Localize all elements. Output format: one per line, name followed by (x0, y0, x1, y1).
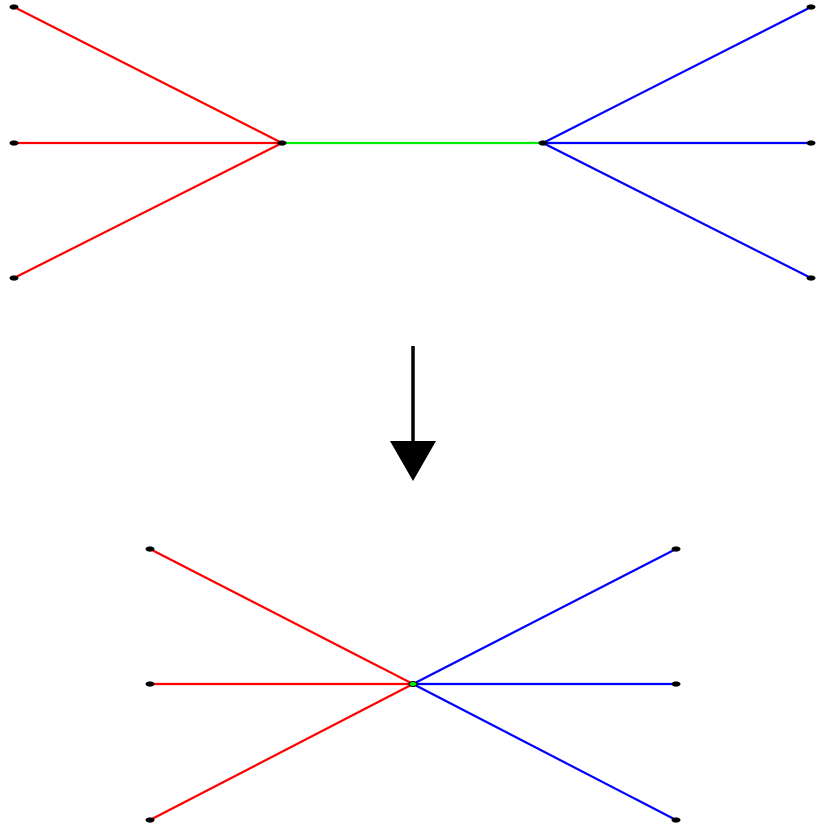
left-leaf-node (145, 817, 155, 823)
right-edge (542, 6, 812, 144)
left-leaf-node (9, 4, 19, 10)
left-edge (149, 548, 414, 685)
right-hub-node (538, 140, 548, 146)
right-edge (542, 142, 812, 279)
left-leaf-node (9, 275, 19, 281)
bottom-graph (145, 546, 681, 823)
right-leaf-node (671, 681, 681, 687)
right-leaf-node (671, 546, 681, 552)
left-edge (149, 683, 414, 821)
right-leaf-node (806, 4, 816, 10)
left-leaf-node (145, 546, 155, 552)
right-leaf-node (806, 275, 816, 281)
right-edge (412, 683, 677, 821)
left-hub-node (277, 140, 287, 146)
arrow-head (390, 441, 436, 481)
left-edge (13, 6, 283, 144)
left-leaf-node (9, 140, 19, 146)
transformation-arrow (390, 346, 436, 481)
right-leaf-node (671, 817, 681, 823)
right-leaf-node (806, 140, 816, 146)
left-edge (13, 142, 283, 279)
merged-hub-node (408, 681, 418, 687)
right-edge (412, 548, 677, 685)
left-leaf-node (145, 681, 155, 687)
top-graph (9, 4, 816, 281)
